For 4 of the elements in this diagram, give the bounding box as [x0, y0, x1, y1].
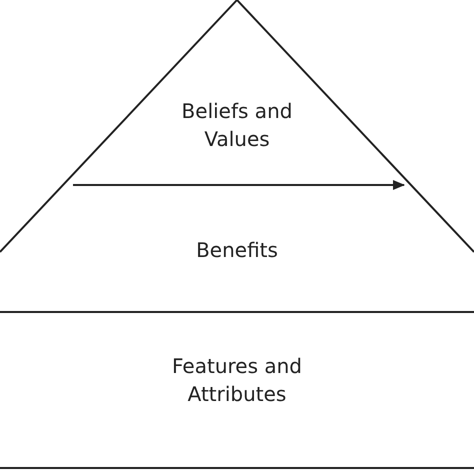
- tier-label: Benefits: [195, 237, 279, 264]
- base-band: [0, 311, 474, 469]
- tier-label: Beliefs and Values: [180, 98, 294, 153]
- tier-label: Features and Attributes: [171, 353, 303, 408]
